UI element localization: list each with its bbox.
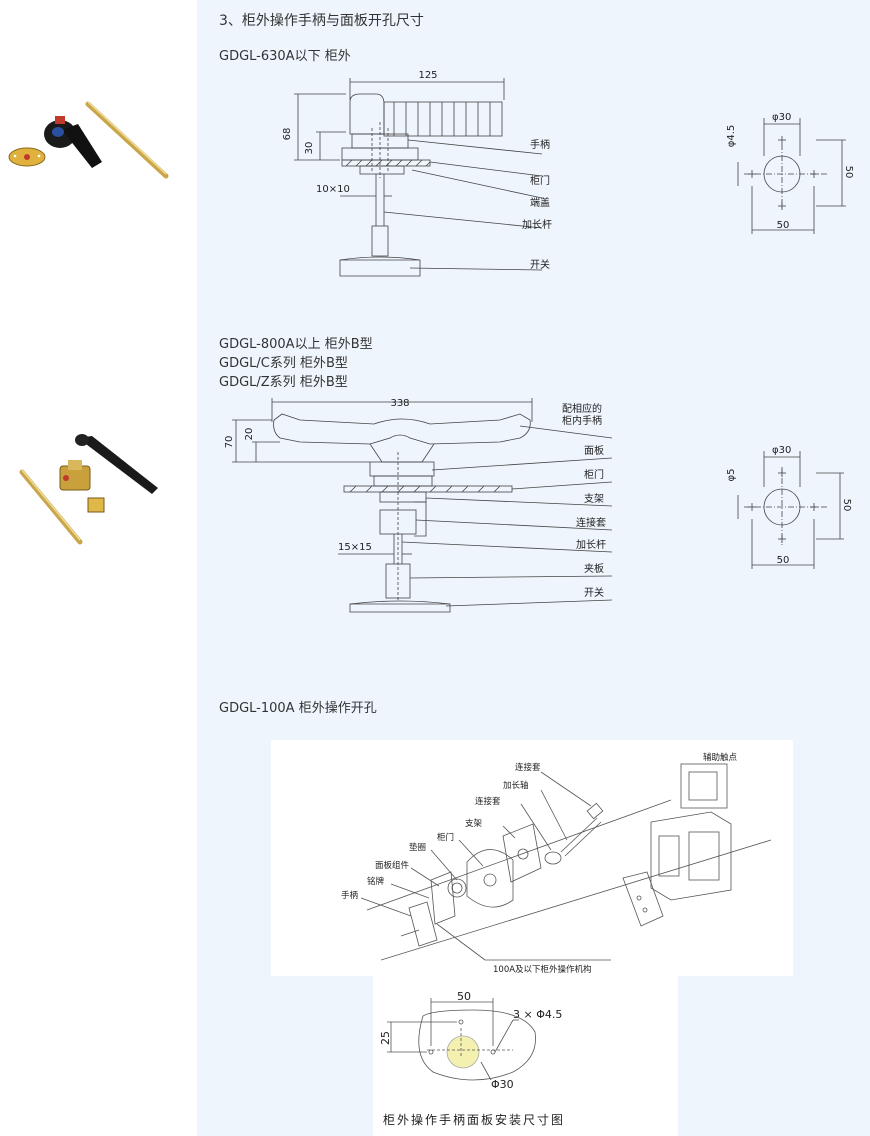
sec1-dim-shaft: 10×10 — [316, 184, 350, 195]
sec3-exploded-diagram: 辅助触点 连接套 加长轴 连接套 支架 柜门 垫圈 面板组件 铭牌 手柄 100… — [341, 752, 772, 975]
sec3-label-aux: 辅助触点 — [703, 752, 738, 763]
sec2-diagram: 338 70 20 15×15 配相应的 柜内手柄 面板 柜门 支架 连接套 加… — [224, 398, 613, 613]
sec3-dim-holes: 3 × Φ4.5 — [513, 1008, 562, 1021]
sec1-hole-small: φ4.5 — [726, 125, 737, 148]
sec2-hole-small: φ5 — [726, 469, 737, 482]
sec2-heading-3: GDGL/Z系列 柜外B型 — [219, 375, 348, 390]
sec2-label-switch: 开关 — [584, 586, 604, 599]
sec2-dim-shaft: 15×15 — [338, 542, 372, 553]
sec1-label-switch: 开关 — [530, 258, 550, 271]
sec3-exploded-caption: 100A及以下柜外操作机构 — [493, 964, 592, 975]
sec2-label-ext-rod: 加长杆 — [576, 539, 606, 551]
sec1-dim-h30: 30 — [304, 142, 315, 155]
sec2-hole-diagram: φ30 φ5 50 50 — [726, 445, 852, 569]
sec2-label-handle-match: 配相应的 — [562, 402, 602, 415]
exploded-view-box — [271, 740, 793, 976]
panel-dims-box — [373, 976, 678, 1136]
section-title: 3、柜外操作手柄与面板开孔尺寸 — [219, 13, 424, 29]
sec1-label-handle: 手柄 — [530, 138, 550, 151]
sec2-dim-width: 338 — [390, 398, 409, 409]
sec3-dim-h25: 25 — [379, 1031, 392, 1045]
sec3-heading: GDGL-100A 柜外操作开孔 — [219, 701, 377, 716]
sec2-label-coupling: 连接套 — [576, 516, 606, 529]
sec1-hole-diagram: φ30 φ4.5 50 50 — [726, 112, 854, 234]
sec3-label-nameplate: 铭牌 — [367, 876, 385, 887]
sec3-label-coupling2: 连接套 — [475, 796, 501, 807]
sec1-dim-h68: 68 — [282, 128, 293, 141]
sec3-label-door: 柜门 — [437, 832, 454, 843]
sec2-heading-1: GDGL-800A以上 柜外B型 — [219, 337, 373, 352]
sec2-label-handle-match2: 柜内手柄 — [562, 414, 602, 427]
sec2-hole-d: φ30 — [772, 445, 791, 456]
sec3-panel-diagram: 50 25 3 × Φ4.5 Φ30 柜外操作手柄面板安装尺寸图 — [379, 990, 565, 1127]
sec2-dim-h20: 20 — [244, 428, 255, 441]
sec3-label-handle: 手柄 — [341, 890, 359, 901]
sec1-label-end-cover: 端盖 — [530, 196, 550, 209]
sec3-label-ext-shaft: 加长轴 — [503, 780, 529, 791]
sec3-label-coupling1: 连接套 — [515, 762, 541, 773]
sec3-label-washer: 垫圈 — [409, 842, 426, 853]
sec1-diagram: 125 68 30 10×10 手柄 柜门 端盖 加长杆 开关 — [282, 70, 552, 277]
product-photo-800a — [19, 434, 158, 545]
sec1-dim-width: 125 — [418, 70, 437, 81]
sec1-label-door: 柜门 — [530, 174, 550, 187]
sec2-label-panel: 面板 — [584, 444, 604, 457]
sec2-label-clamp: 夹板 — [584, 562, 604, 575]
sec1-hole-d: φ30 — [772, 112, 791, 123]
sec3-label-bracket: 支架 — [465, 818, 483, 829]
sec1-label-ext-rod: 加长杆 — [522, 219, 552, 231]
sec2-heading-2: GDGL/C系列 柜外B型 — [219, 356, 348, 371]
product-photo-630a — [8, 101, 169, 179]
sec2-hole-w: 50 — [777, 555, 790, 566]
sec2-label-bracket: 支架 — [584, 493, 604, 505]
sec1-heading: GDGL-630A以下 柜外 — [219, 49, 351, 64]
sec3-dim-w50: 50 — [457, 990, 471, 1003]
sec2-label-door: 柜门 — [584, 468, 604, 481]
sec1-hole-w: 50 — [777, 220, 790, 231]
sec3-label-panel-asm: 面板组件 — [375, 860, 410, 871]
sec2-dim-h70: 70 — [224, 436, 235, 449]
sec2-hole-h: 50 — [841, 499, 852, 512]
sec3-panel-caption: 柜外操作手柄面板安装尺寸图 — [383, 1112, 565, 1127]
sec1-hole-h: 50 — [843, 166, 854, 179]
sec3-dim-d30: Φ30 — [491, 1078, 514, 1091]
